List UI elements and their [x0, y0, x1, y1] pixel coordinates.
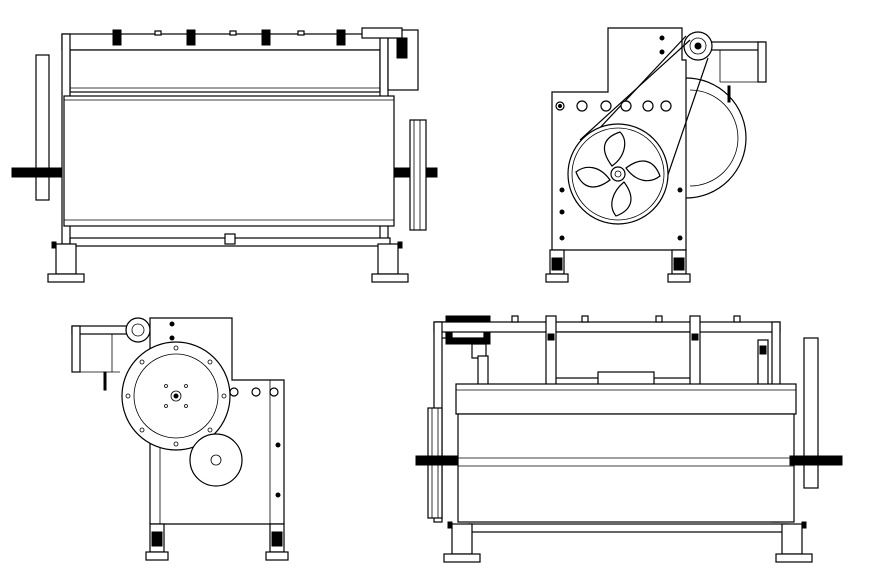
top-bolts: [112, 29, 346, 46]
front-view: [11, 27, 438, 283]
rear-view: [415, 315, 843, 563]
left-side-view: [71, 317, 289, 561]
upper-housing: [69, 49, 381, 93]
rear-drum-upper: [455, 383, 797, 415]
top-rail: [61, 33, 385, 51]
right-pulley: [409, 119, 427, 231]
rear-drum: [457, 413, 795, 523]
rear-handwheel: [803, 337, 819, 489]
front-feet: [47, 241, 409, 283]
rear-left-shaft: [415, 455, 459, 466]
small-disc: [189, 433, 243, 487]
sprocket-left: [125, 317, 151, 343]
left-handwheel: [35, 54, 50, 201]
left-shaft: [11, 167, 65, 178]
disc-bolt-holes: [125, 345, 227, 447]
rear-top-rail: [433, 321, 781, 333]
side-holes: [555, 35, 683, 241]
main-drum: [63, 95, 395, 227]
rear-right-shaft: [789, 455, 843, 466]
right-side-view: [545, 27, 767, 283]
